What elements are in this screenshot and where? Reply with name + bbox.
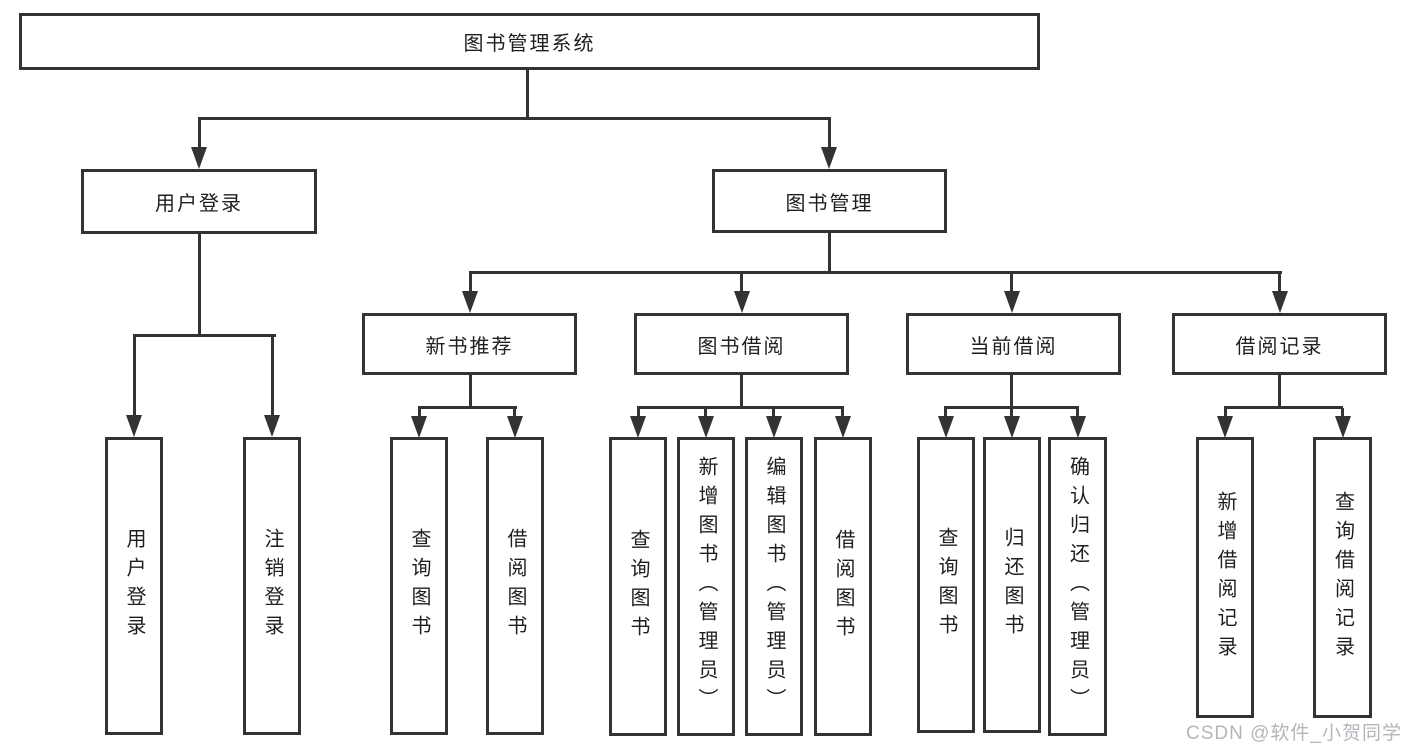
arrowhead-down-icon [630, 416, 646, 438]
node-label: 图书借阅 [697, 335, 786, 358]
connector-line [828, 233, 831, 274]
node-user-login: 用户登录 [81, 169, 317, 234]
connector-line [1224, 406, 1343, 409]
node-cb-query-book: 查询图书 [917, 437, 975, 733]
connector-line [198, 117, 831, 120]
connector-line [271, 336, 274, 416]
node-label: 借阅图书 [832, 528, 854, 645]
connector-line [1010, 273, 1013, 293]
arrowhead-down-icon [126, 415, 142, 437]
connector-line [513, 408, 516, 418]
connector-line [944, 406, 1079, 409]
connector-line [1076, 408, 1079, 418]
node-cb-confirm: 确认归还（管理员） [1048, 437, 1107, 736]
arrowhead-down-icon [1004, 416, 1020, 438]
node-label: 借阅图书 [504, 528, 526, 644]
node-book-mgmt: 图书管理 [712, 169, 947, 233]
connector-line [828, 119, 831, 149]
connector-line [1224, 408, 1227, 418]
node-label: 图书管理 [785, 192, 874, 215]
arrowhead-down-icon [821, 147, 837, 169]
node-label: 查询图书 [627, 528, 649, 645]
node-label: 新增借阅记录 [1214, 490, 1236, 665]
node-label: 注销登录 [261, 528, 283, 644]
node-label: 当前借阅 [969, 335, 1058, 358]
connector-line [1278, 273, 1281, 293]
arrowhead-down-icon [1070, 416, 1086, 438]
node-label: 确认归还（管理员） [1066, 456, 1089, 717]
connector-line [1010, 408, 1013, 418]
arrowhead-down-icon [835, 416, 851, 438]
arrowhead-down-icon [1004, 291, 1020, 313]
connector-line [469, 375, 472, 408]
arrowhead-down-icon [734, 291, 750, 313]
connector-line [526, 70, 529, 118]
connector-line [772, 408, 775, 418]
arrowhead-down-icon [507, 416, 523, 438]
connector-line [418, 408, 421, 418]
node-label: 新增图书（管理员） [695, 456, 717, 717]
connector-line [469, 271, 1282, 274]
connector-line [637, 408, 640, 418]
arrowhead-down-icon [411, 416, 427, 438]
node-bb-query-book: 查询图书 [609, 437, 667, 736]
connector-line [133, 336, 136, 416]
node-label: 查询图书 [935, 527, 957, 643]
arrowhead-down-icon [698, 416, 714, 438]
arrowhead-down-icon [938, 416, 954, 438]
node-label: 用户登录 [155, 193, 243, 215]
node-bb-borrow-book: 借阅图书 [814, 437, 872, 736]
node-cb-return-book: 归还图书 [983, 437, 1041, 733]
node-bb-edit-book: 编辑图书（管理员） [745, 437, 803, 736]
csdn-watermark: CSDN @软件_小贺同学 [1186, 723, 1402, 744]
node-label: 查询图书 [408, 528, 430, 644]
connector-line [637, 406, 844, 409]
node-label: 新书推荐 [425, 335, 514, 358]
connector-line [418, 406, 517, 409]
arrowhead-down-icon [191, 147, 207, 169]
node-borrow-records: 借阅记录 [1172, 313, 1387, 375]
connector-line [133, 334, 276, 337]
node-br-query-record: 查询借阅记录 [1313, 437, 1372, 718]
node-label: 用户登录 [123, 528, 145, 644]
node-label: 借阅记录 [1235, 335, 1324, 358]
arrowhead-down-icon [264, 415, 280, 437]
arrowhead-down-icon [462, 291, 478, 313]
connector-line [841, 408, 844, 418]
arrowhead-down-icon [1217, 416, 1233, 438]
connector-line [740, 273, 743, 293]
connector-line [198, 119, 201, 149]
connector-line [469, 273, 472, 293]
node-login: 用户登录 [105, 437, 163, 735]
node-label: 图书管理系统 [463, 33, 596, 55]
node-br-add-record: 新增借阅记录 [1196, 437, 1254, 718]
arrowhead-down-icon [1272, 291, 1288, 313]
node-label: 查询借阅记录 [1331, 490, 1354, 665]
connector-line [704, 408, 707, 418]
connector-line [1010, 375, 1013, 408]
connector-line [944, 408, 947, 418]
node-label: 归还图书 [1001, 527, 1023, 643]
node-bb-add-book: 新增图书（管理员） [677, 437, 735, 736]
node-root: 图书管理系统 [19, 13, 1040, 70]
arrowhead-down-icon [766, 416, 782, 438]
node-current-borrow: 当前借阅 [906, 313, 1121, 375]
node-label: 编辑图书（管理员） [763, 456, 785, 717]
node-new-book-rec: 新书推荐 [362, 313, 577, 375]
connector-line [1278, 375, 1281, 408]
connector-line [1341, 408, 1344, 418]
node-rec-borrow-book: 借阅图书 [486, 437, 544, 735]
node-book-borrow: 图书借阅 [634, 313, 849, 375]
node-rec-query-book: 查询图书 [390, 437, 448, 735]
connector-line [740, 375, 743, 408]
connector-line [198, 234, 201, 337]
node-logout: 注销登录 [243, 437, 301, 735]
arrowhead-down-icon [1335, 416, 1351, 438]
